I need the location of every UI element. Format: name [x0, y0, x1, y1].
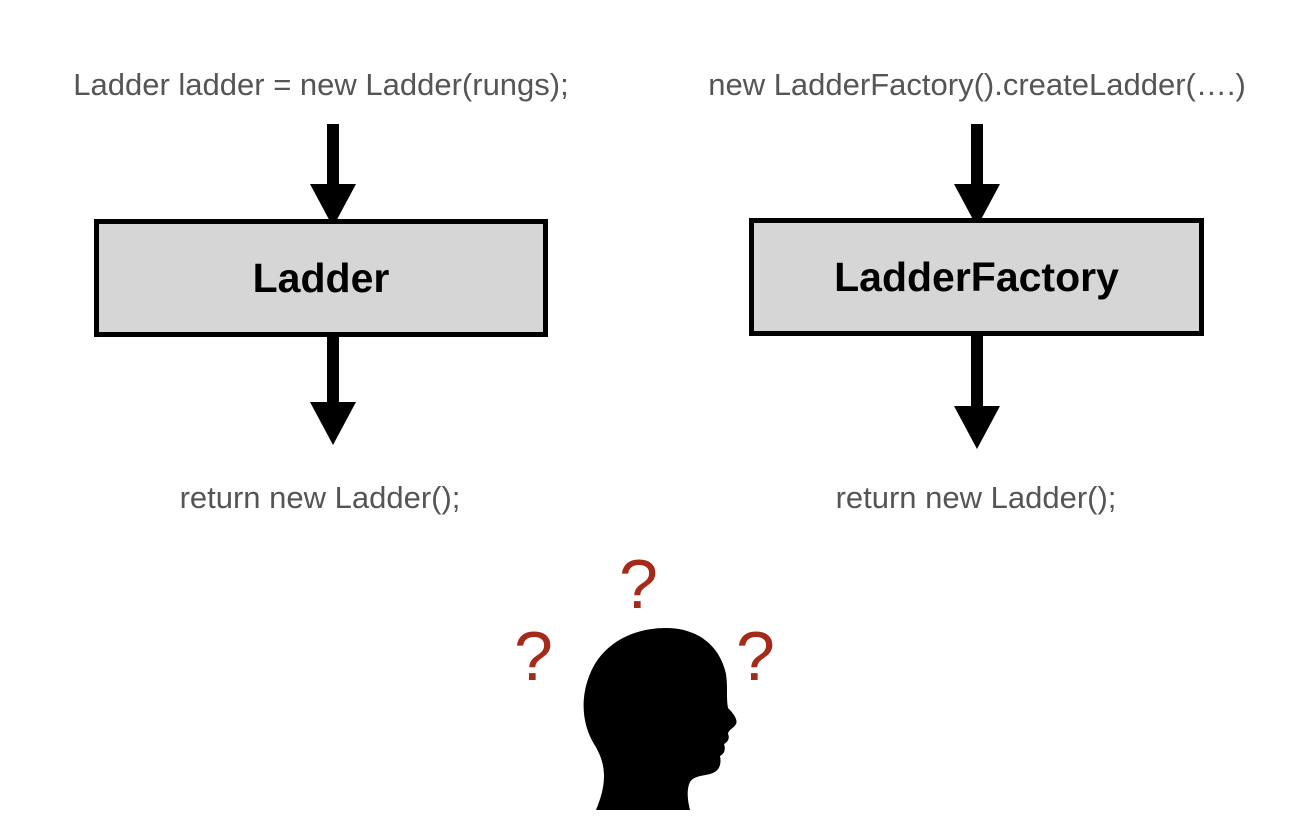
left-bottom-arrow	[310, 334, 356, 445]
thinking-head-icon	[583, 628, 737, 810]
ladder-factory-box: LadderFactory	[749, 218, 1204, 336]
right-bottom-arrow	[954, 334, 1000, 449]
left-top-code: Ladder ladder = new Ladder(rungs);	[73, 67, 569, 102]
left-bottom-code: return new Ladder();	[179, 480, 461, 515]
question-mark-left: ?	[514, 617, 553, 695]
left-top-arrow	[310, 124, 356, 227]
ladder-box-label: Ladder	[252, 254, 390, 301]
question-mark-top: ?	[619, 545, 658, 623]
right-bottom-code: return new Ladder();	[835, 480, 1117, 515]
question-mark-right: ?	[736, 617, 775, 695]
ladder-factory-box-label: LadderFactory	[834, 253, 1119, 300]
right-top-arrow	[954, 124, 1000, 227]
ladder-box: Ladder	[94, 219, 548, 337]
right-top-code: new LadderFactory().createLadder(….)	[708, 67, 1246, 102]
